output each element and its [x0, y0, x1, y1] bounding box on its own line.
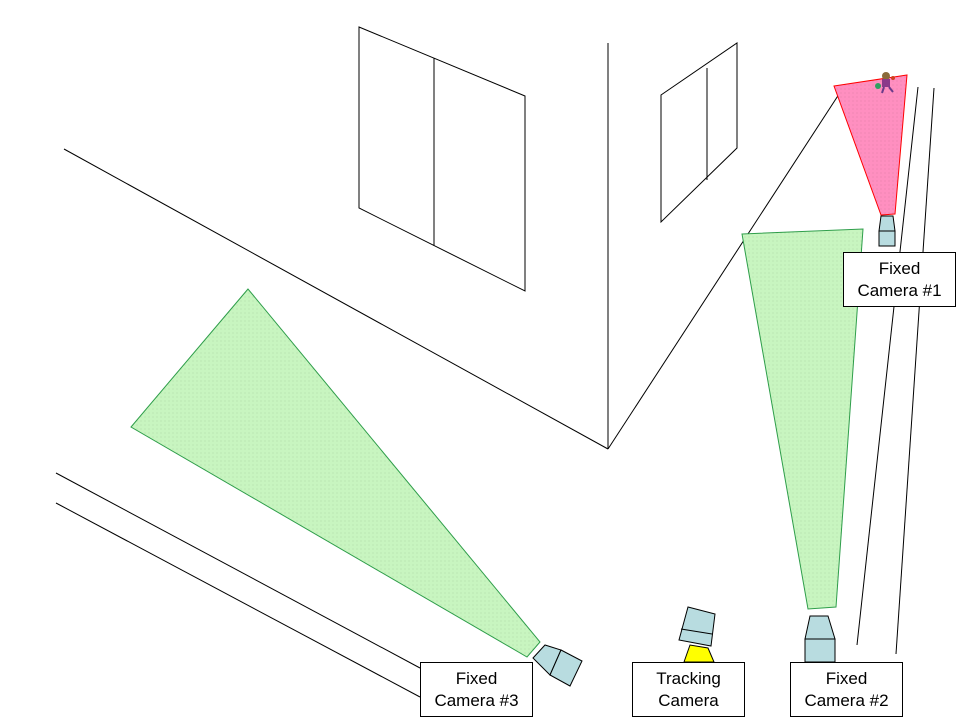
- camera3-view-zone: [130, 288, 541, 658]
- camera3-label-line2: Camera #3: [434, 690, 519, 710]
- tracking-label-line1: Tracking: [656, 668, 721, 688]
- camera1-label-line1: Fixed: [878, 258, 921, 278]
- building-outline: [63, 26, 844, 450]
- camera3-label: Fixed Camera #3: [420, 662, 533, 717]
- camera1-label: Fixed Camera #1: [843, 252, 956, 307]
- tracking-label-line2: Camera: [658, 690, 719, 710]
- camera1-label-line2: Camera #1: [857, 280, 942, 300]
- fixed-camera-2[interactable]: [804, 615, 836, 663]
- camera2-label: Fixed Camera #2: [790, 662, 903, 717]
- window-right: [660, 42, 738, 224]
- fixed-camera-3[interactable]: [532, 644, 583, 687]
- intruder-icon: [875, 72, 895, 94]
- camera3-label-line1: Fixed: [455, 668, 498, 688]
- fixed-camera-1[interactable]: [878, 215, 896, 247]
- camera2-label-line1: Fixed: [825, 668, 868, 688]
- tracking-camera-label: Tracking Camera: [632, 662, 745, 717]
- tracking-camera[interactable]: [678, 606, 716, 663]
- camera2-view-zone: [741, 228, 864, 610]
- camera2-label-line2: Camera #2: [804, 690, 889, 710]
- window-left: [358, 26, 526, 292]
- camera1-alert-zone: [833, 74, 908, 216]
- road-lines: [55, 86, 935, 698]
